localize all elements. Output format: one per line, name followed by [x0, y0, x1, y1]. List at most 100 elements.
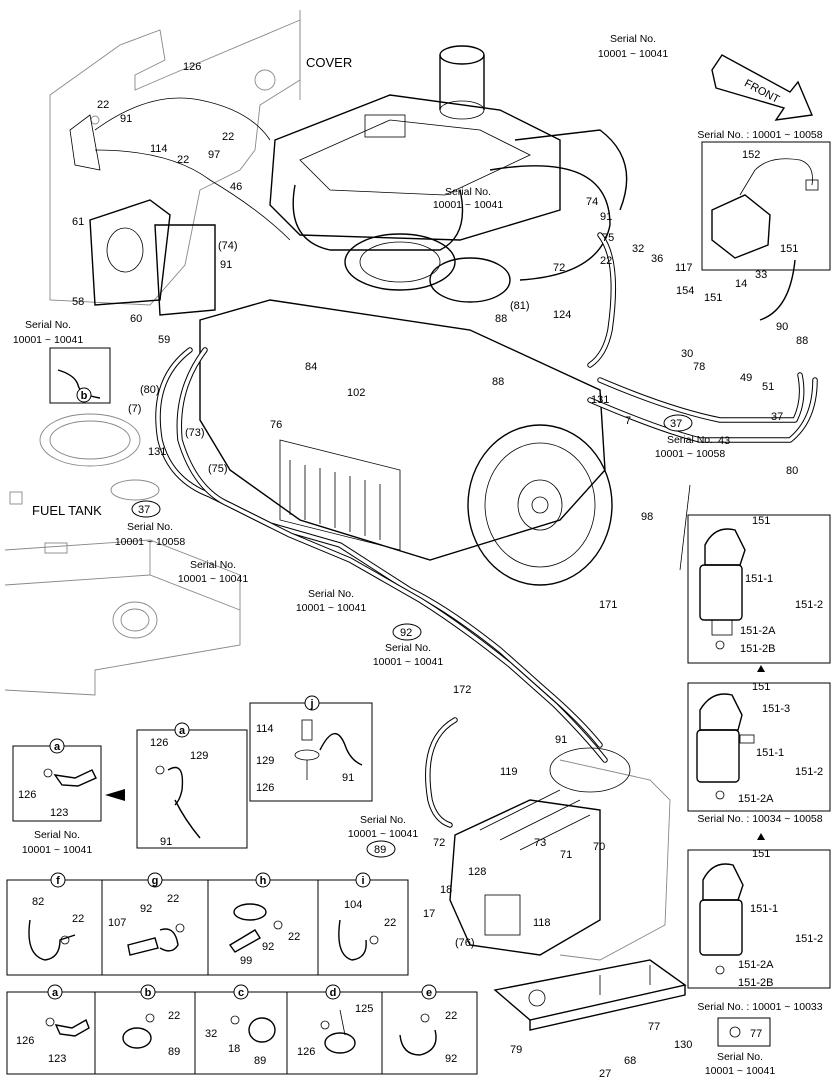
ref-92-text: 92 — [400, 627, 412, 639]
serial-clip-a-l1: Serial No. — [34, 829, 80, 841]
part-92-e2: 92 — [445, 1053, 457, 1065]
part-callout: (81) — [510, 300, 530, 312]
clamp-row-2: a b c d e 126 123 22 89 32 18 89 126 125… — [6, 984, 478, 1075]
part-107-g: 107 — [108, 917, 126, 929]
part-callout: 17 — [423, 908, 435, 920]
clip-77-box — [717, 1017, 771, 1047]
part-callout: 72 — [553, 262, 565, 274]
part-151-2a-fb: 151-2A — [738, 959, 774, 971]
part-callout: 88 — [495, 313, 507, 325]
badge-i-text: i — [361, 875, 364, 887]
part-callout: 14 — [735, 278, 747, 290]
part-callout: 49 — [740, 372, 752, 384]
detail-a-parts — [155, 765, 201, 839]
clamp-d2-shape — [324, 1032, 356, 1054]
clamp-b-box — [94, 991, 196, 1075]
part-callout: 97 — [208, 149, 220, 161]
part-151-fb: 151 — [752, 848, 770, 860]
badge-a-row2-text: a — [52, 987, 59, 999]
arrow-right-icon — [105, 789, 125, 801]
part-callout: 36 — [651, 253, 663, 265]
part-151-2-fm: 151-2 — [795, 766, 823, 778]
ref-92 — [392, 623, 422, 641]
clamp-f-shape — [28, 919, 76, 961]
part-77-box: 77 — [750, 1028, 762, 1040]
badge-a-row2 — [47, 984, 63, 1000]
serial-e-l2: 10001 ~ 10041 — [178, 573, 249, 585]
serial-92-l2: 10001 ~ 10041 — [373, 656, 444, 668]
badge-i — [355, 872, 371, 888]
part-callout: 68 — [624, 1055, 636, 1067]
clamp-i-shape — [338, 919, 367, 961]
part-callout: 91 — [220, 259, 232, 271]
badge-e-row2-text: e — [426, 987, 432, 999]
part-151-2b-fb: 151-2B — [738, 977, 773, 989]
badge-a-left-text: a — [54, 741, 61, 753]
part-callout: (80) — [140, 384, 160, 396]
serial-92-l1: Serial No. — [385, 642, 431, 654]
serial-89-l2: 10001 ~ 10041 — [348, 828, 419, 840]
part-callout: 37 — [771, 411, 783, 423]
serial-filter-mid: Serial No. : 10034 ~ 10058 — [697, 813, 822, 825]
badge-j-text: j — [309, 698, 313, 710]
badge-b-small — [76, 387, 92, 403]
clamp-h-box — [207, 879, 319, 976]
part-callout: 151 — [704, 292, 722, 304]
part-callout: 114 — [150, 143, 168, 155]
part-151-2a-ft: 151-2A — [740, 625, 776, 637]
part-22-e2: 22 — [445, 1010, 457, 1022]
part-151-2a-fm: 151-2A — [738, 793, 774, 805]
part-callout: 79 — [510, 1044, 522, 1056]
part-151-3-fm: 151-3 — [762, 703, 790, 715]
part-callout: 171 — [599, 599, 617, 611]
badge-a-box-text: a — [179, 725, 186, 737]
part-151-fm: 151 — [752, 681, 770, 693]
part-callout: 154 — [676, 285, 694, 297]
part-152: 152 — [742, 149, 760, 161]
part-151-1-ft: 151-1 — [745, 573, 773, 585]
filter-bot — [699, 863, 744, 975]
part-callout: 88 — [796, 335, 808, 347]
badge-c-row2 — [233, 984, 249, 1000]
part-callout: 30 — [681, 348, 693, 360]
part-callout: 43 — [718, 435, 730, 447]
filter-mid — [696, 693, 755, 800]
badge-b-row2-text: b — [145, 987, 152, 999]
serial-g-l1: Serial No. — [308, 588, 354, 600]
clamp-row-1: f g h i 82 22 107 92 22 99 92 22 104 22 — [6, 872, 409, 976]
serial-engine-l2: 10001 ~ 10041 — [433, 199, 504, 211]
part-151-2-ft: 151-2 — [795, 599, 823, 611]
badge-h — [255, 872, 271, 888]
part-91-j: 91 — [342, 772, 354, 784]
serial-clip-a-l2: 10001 ~ 10041 — [22, 844, 93, 856]
part-151-sensor: 151 — [780, 243, 798, 255]
ref-37-left — [131, 500, 161, 518]
part-callout: 124 — [553, 309, 571, 321]
cover-label: COVER — [306, 55, 352, 70]
part-32-c2: 32 — [205, 1028, 217, 1040]
filter-box-top — [687, 514, 831, 664]
part-callout: 128 — [468, 866, 486, 878]
part-82-f: 82 — [32, 896, 44, 908]
ref-37-right-text: 37 — [670, 418, 682, 430]
clamp-c-box — [194, 991, 288, 1075]
part-callout: 22 — [600, 255, 612, 267]
part-89-c2: 89 — [254, 1055, 266, 1067]
filter-box-bot — [687, 849, 831, 989]
serial-37l-l1: Serial No. — [127, 521, 173, 533]
part-18-c2: 18 — [228, 1043, 240, 1055]
part-callout: 131 — [591, 394, 609, 406]
part-151-ft: 151 — [752, 515, 770, 527]
part-123-aleft: 123 — [50, 807, 68, 819]
clamp-g-box — [101, 879, 209, 976]
part-callout: (7) — [128, 403, 141, 415]
serial-77-l1: Serial No. — [717, 1051, 763, 1063]
badge-a-left — [49, 738, 65, 754]
clamp-g-shape — [127, 937, 159, 956]
part-callout: 72 — [433, 837, 445, 849]
part-callout: (76) — [455, 937, 475, 949]
part-callout: (74) — [218, 240, 238, 252]
badge-b-small-text: b — [81, 390, 88, 402]
